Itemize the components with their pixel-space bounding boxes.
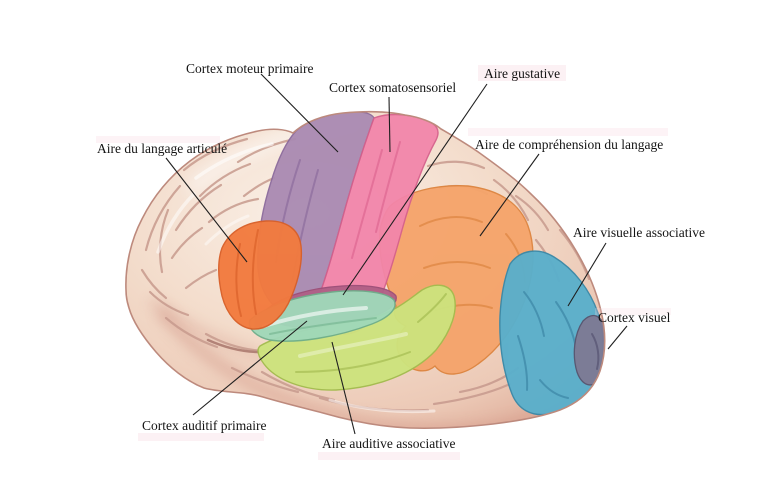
auditif-sheen (262, 306, 368, 328)
leader-lines (165, 73, 628, 435)
label-cortex-somatosensoriel: Cortex somatosensoriel (329, 80, 456, 95)
region-visuel-gyri (591, 333, 600, 370)
label-cortex-auditif-primaire: Cortex auditif primaire (142, 418, 266, 433)
leader-aire-comprehension (479, 153, 540, 237)
label-aire-auditive-associative: Aire auditive associative (322, 436, 455, 451)
leader-aire-langage-articule (165, 157, 248, 263)
leader-cortex-visuel (607, 325, 628, 350)
region-auditif-gyri (269, 317, 377, 335)
leader-cortex-somatosensoriel (388, 96, 391, 153)
region-auditive-assoc-gyri (295, 293, 447, 373)
leader-aire-visuelle-associative (567, 242, 607, 307)
labels: Cortex moteur primaire Cortex somatosens… (97, 61, 705, 451)
label-aire-gustative: Aire gustative (484, 66, 560, 81)
label-aire-de-comprehension-du-langage: Aire de compréhension du langage (475, 137, 663, 152)
cortex-sheen (156, 142, 436, 414)
leader-cortex-moteur-primaire (260, 73, 339, 153)
label-cortex-visuel: Cortex visuel (598, 310, 671, 325)
leader-aire-gustative (342, 83, 488, 296)
leader-cortex-auditif-primaire (192, 320, 308, 416)
label-cortex-moteur-primaire: Cortex moteur primaire (186, 61, 313, 76)
label-aire-du-langage-articule: Aire du langage articulé (97, 141, 227, 156)
auditive-assoc-sheen (298, 332, 408, 358)
region-somatosensory-gyri (351, 141, 401, 259)
brain-outline (125, 110, 606, 430)
leader-aire-auditive-associative (331, 341, 356, 435)
label-highlight-strips (96, 65, 671, 460)
label-aire-visuelle-associative: Aire visuelle associative (573, 225, 705, 240)
